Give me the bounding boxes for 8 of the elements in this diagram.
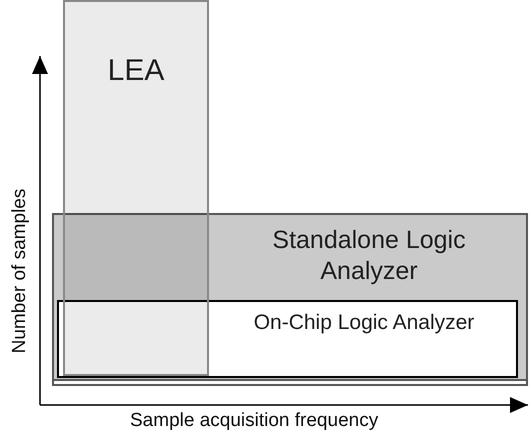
standalone-region	[52, 213, 528, 386]
axis-label: Number of samples	[9, 188, 31, 356]
region-label: LEA	[106, 53, 166, 89]
axis-label: Sample acquisition frequency	[130, 410, 378, 432]
on-chip-region	[57, 300, 518, 378]
region-label: Standalone Logic Analyzer	[271, 225, 467, 288]
region-label: On-Chip Logic Analyzer	[252, 310, 476, 336]
lea-region	[63, 0, 209, 376]
